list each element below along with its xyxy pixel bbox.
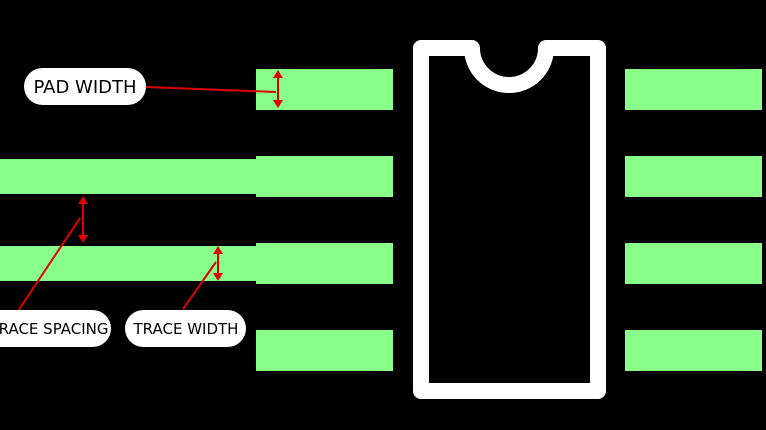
left-pad-3 xyxy=(256,243,393,284)
trace-2 xyxy=(0,246,258,281)
pad-width-label-text: PAD WIDTH xyxy=(33,77,136,98)
left-pad-2 xyxy=(256,156,393,197)
trace-1 xyxy=(0,159,258,194)
right-pad-1 xyxy=(625,69,762,110)
trace-width-leader xyxy=(182,261,217,310)
trace-spacing-leader xyxy=(17,217,81,312)
trace-spacing-label-text: TRACE SPACING xyxy=(0,320,109,338)
left-pad-1 xyxy=(256,69,393,110)
trace-width-label-text: TRACE WIDTH xyxy=(133,320,239,338)
right-pad-4 xyxy=(625,330,762,371)
ic-outline xyxy=(413,40,606,399)
pad-width-leader xyxy=(145,86,277,93)
pad-width-label: PAD WIDTH xyxy=(24,68,146,105)
right-pad-3 xyxy=(625,243,762,284)
trace-spacing-label: TRACE SPACING xyxy=(0,310,111,347)
left-pad-4 xyxy=(256,330,393,371)
right-pad-2 xyxy=(625,156,762,197)
trace-width-label: TRACE WIDTH xyxy=(125,310,246,347)
